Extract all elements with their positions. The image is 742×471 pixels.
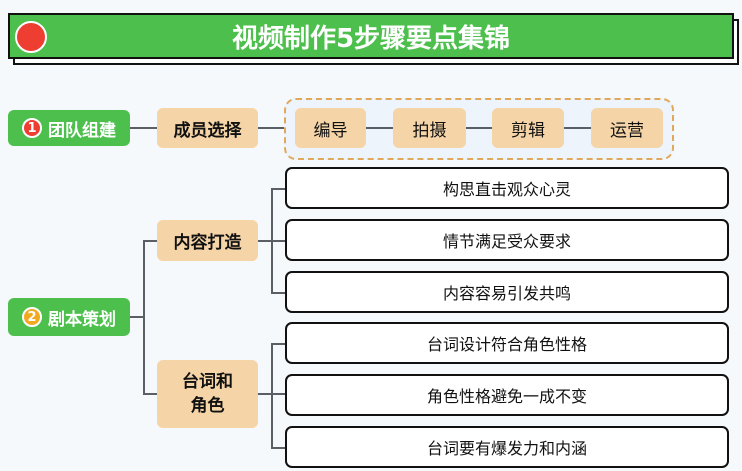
connector bbox=[271, 343, 285, 345]
member-node[interactable]: 拍摄 bbox=[393, 108, 466, 148]
connector bbox=[466, 127, 492, 129]
leaf-node[interactable]: 内容容易引发共鸣 bbox=[285, 271, 729, 313]
branch-dialogue-node[interactable]: 台词和 角色 bbox=[157, 360, 258, 428]
connector bbox=[564, 127, 591, 129]
step-1-label: 团队组建 bbox=[48, 120, 116, 141]
step-1-node[interactable]: 1 团队组建 bbox=[8, 110, 130, 146]
connector bbox=[271, 447, 285, 449]
connector bbox=[143, 393, 157, 395]
connector bbox=[143, 240, 145, 395]
member-selection-node[interactable]: 成员选择 bbox=[157, 108, 258, 148]
leaf-node[interactable]: 台词设计符合角色性格 bbox=[285, 322, 729, 364]
member-node[interactable]: 剪辑 bbox=[492, 108, 564, 148]
connector bbox=[271, 188, 273, 293]
leaf-node[interactable]: 角色性格避免一成不变 bbox=[285, 374, 729, 416]
connector bbox=[271, 188, 285, 190]
page-title: 视频制作5步骤要点集锦 bbox=[8, 13, 734, 59]
connector bbox=[130, 127, 157, 129]
connector bbox=[271, 343, 273, 448]
step-2-label: 剧本策划 bbox=[48, 309, 116, 330]
number-badge: 2 bbox=[22, 307, 42, 327]
connector bbox=[258, 127, 295, 129]
connector bbox=[271, 292, 285, 294]
branch-content-node[interactable]: 内容打造 bbox=[157, 220, 258, 261]
number-badge: 1 bbox=[22, 118, 42, 138]
leaf-node[interactable]: 构思直击观众心灵 bbox=[285, 167, 729, 209]
step-2-node[interactable]: 2 剧本策划 bbox=[8, 298, 130, 336]
connector bbox=[143, 240, 157, 242]
member-node[interactable]: 运营 bbox=[591, 108, 663, 148]
connector bbox=[366, 127, 393, 129]
member-node[interactable]: 编导 bbox=[295, 108, 366, 148]
leaf-node[interactable]: 台词要有爆发力和内涵 bbox=[285, 426, 729, 468]
leaf-node[interactable]: 情节满足受众要求 bbox=[285, 219, 729, 261]
red-dot-icon bbox=[15, 21, 47, 53]
connector bbox=[130, 316, 144, 318]
